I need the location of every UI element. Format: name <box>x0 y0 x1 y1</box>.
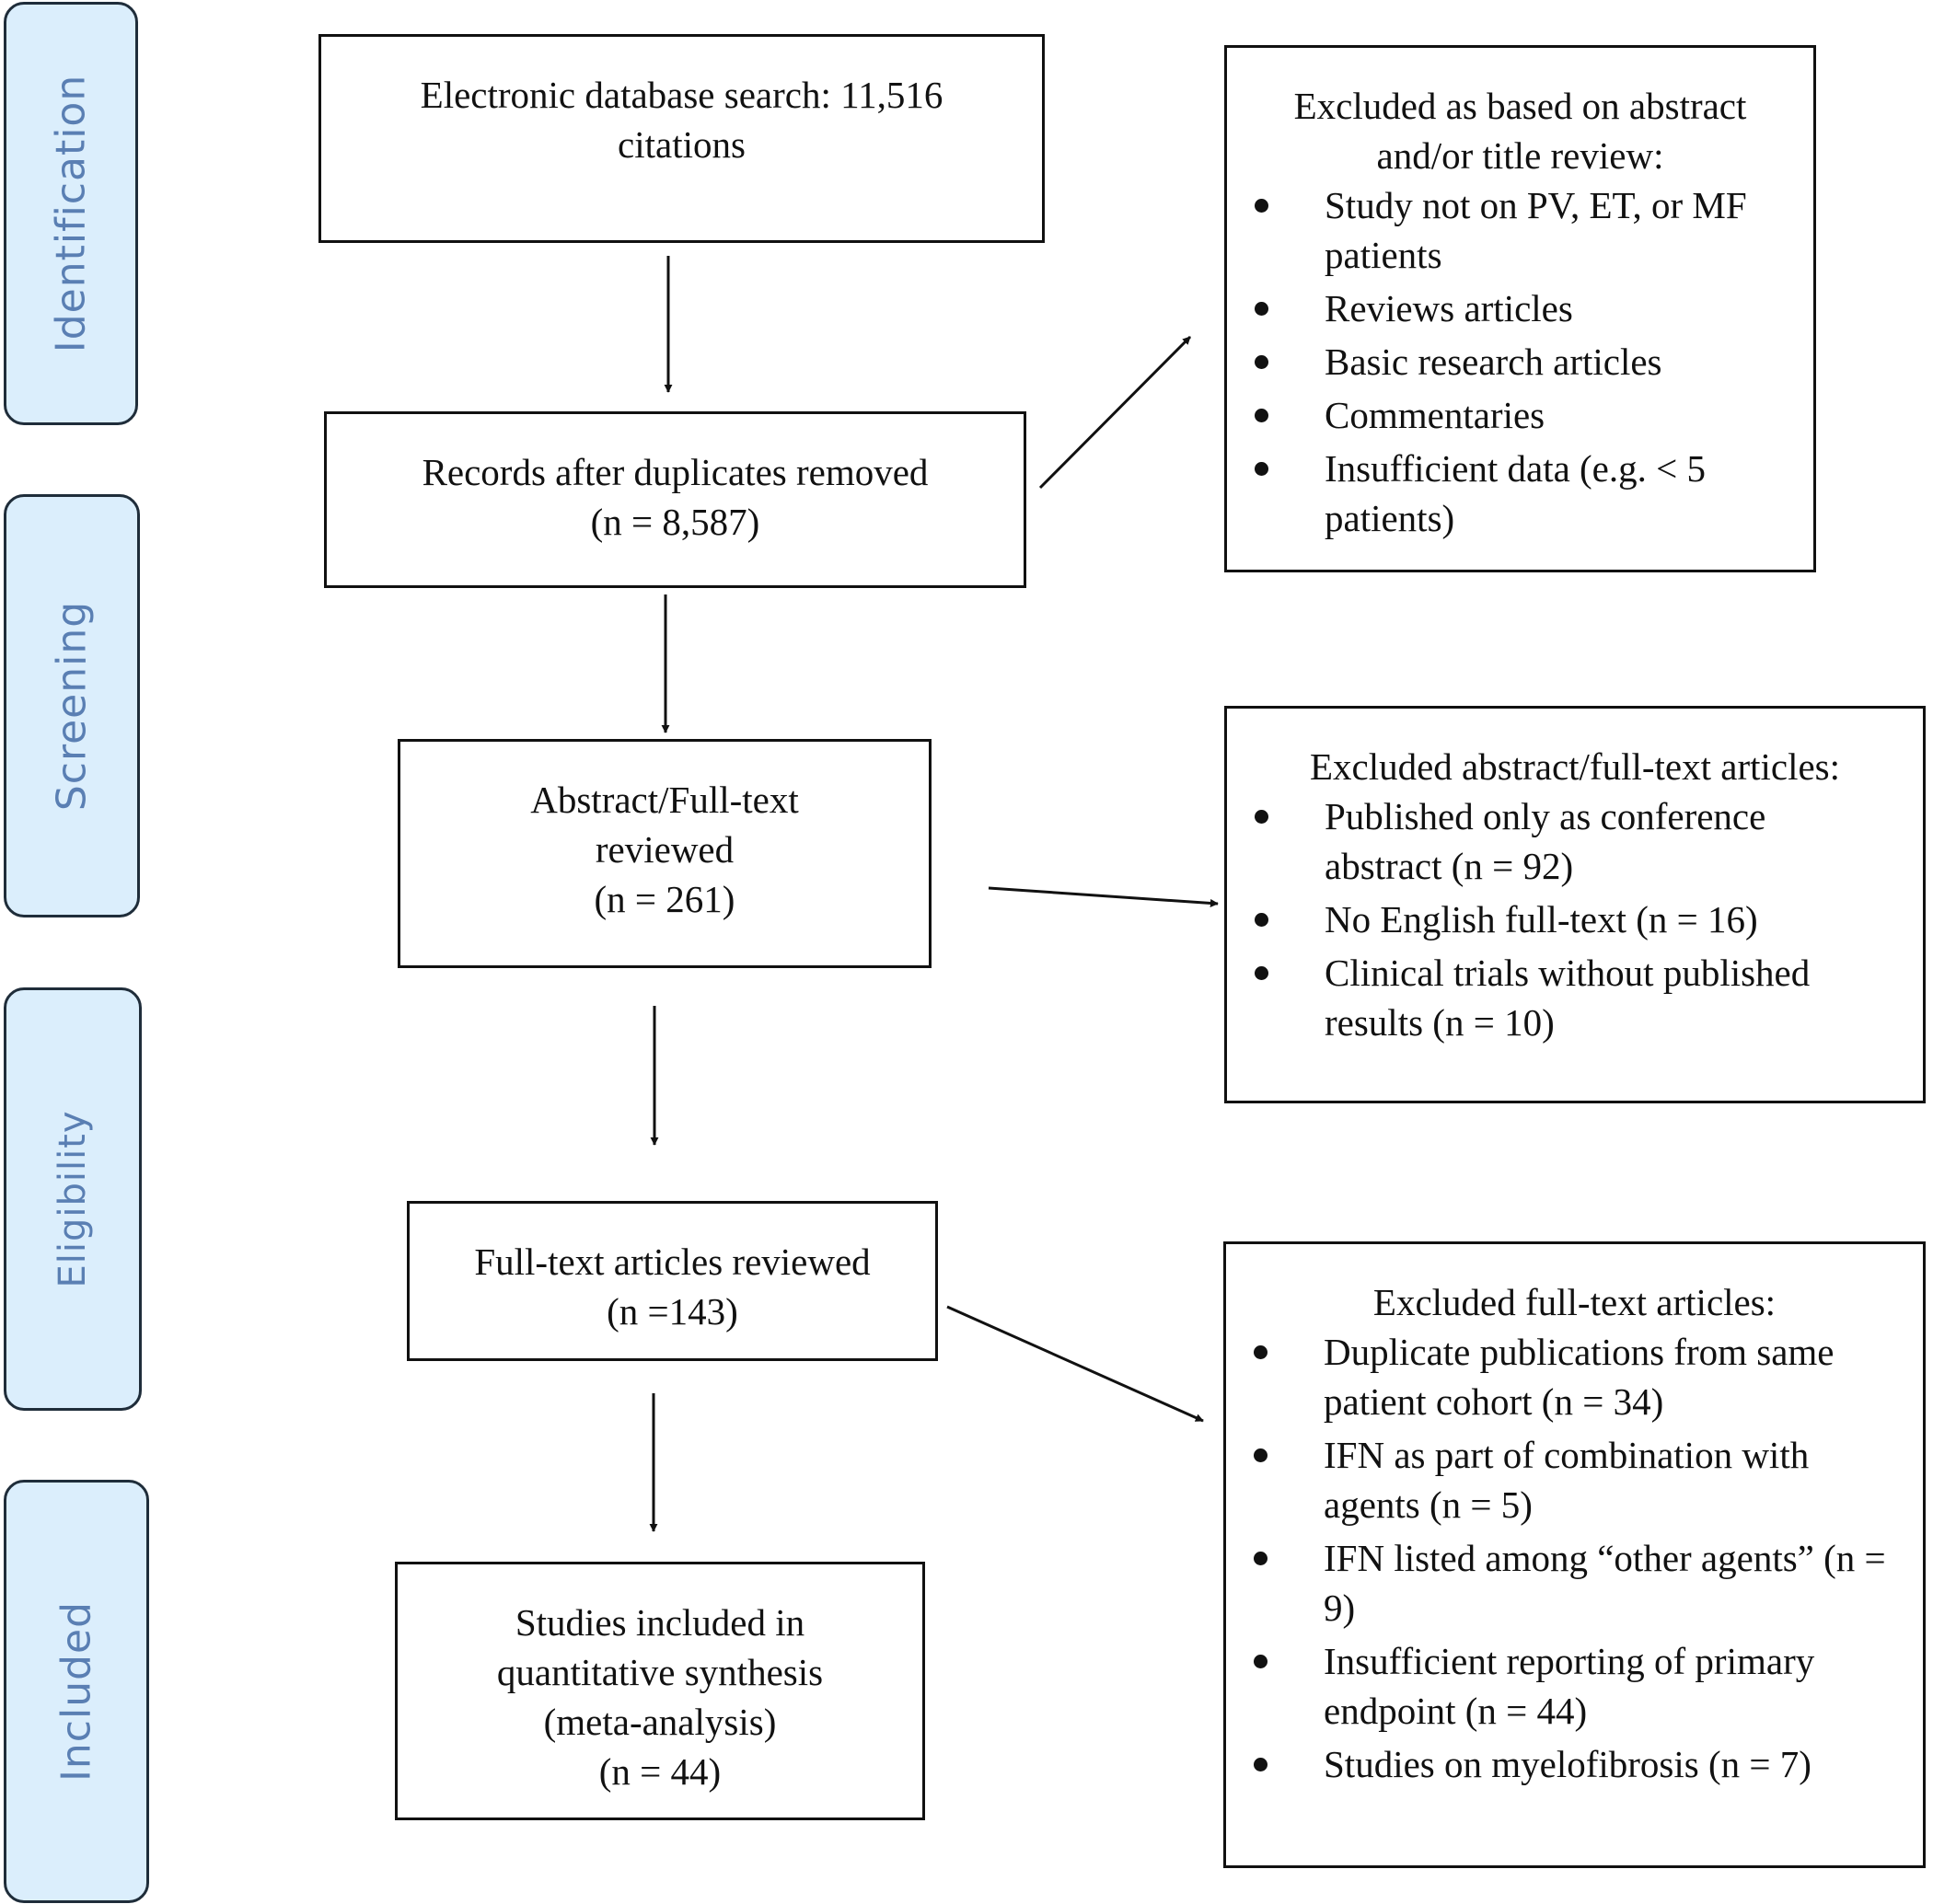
included-box: Studies included in quantitative synthes… <box>395 1562 925 1820</box>
list-item: Reviews articles <box>1227 283 1758 333</box>
list-item: No English full-text (n = 16) <box>1227 894 1886 944</box>
list-item: Insufficient data (e.g. < 5 patients) <box>1227 444 1758 543</box>
list-item: Insufficient reporting of primary endpoi… <box>1226 1636 1886 1736</box>
fulltext-line-2: (n =143) <box>607 1290 738 1333</box>
list-item: Published only as conference abstract (n… <box>1227 791 1886 891</box>
list-item: Clinical trials without published result… <box>1227 948 1886 1047</box>
exclusion-abstract-fulltext-box: Excluded abstract/full-text articles: Pu… <box>1224 706 1926 1103</box>
list-item: Commentaries <box>1227 390 1758 440</box>
abstract-line-3: (n = 261) <box>594 878 735 920</box>
list-item: Study not on PV, ET, or MF patients <box>1227 180 1758 280</box>
exclusion-title-review-list: Study not on PV, ET, or MF patients Revi… <box>1227 180 1813 543</box>
abstract-box: Abstract/Full-text reviewed (n = 261) <box>398 739 932 968</box>
abstract-line-2: reviewed <box>595 828 735 871</box>
dedup-line-2: (n = 8,587) <box>590 501 760 543</box>
exclusion-fulltext-heading: Excluded full-text articles: <box>1372 1281 1777 1323</box>
exclusion-fulltext-list: Duplicate publications from same patient… <box>1226 1327 1923 1789</box>
list-item: IFN listed among “other agents” (n = 9) <box>1226 1533 1886 1633</box>
search-line-2: citations <box>618 123 746 166</box>
included-line-1: Studies included in <box>515 1601 805 1644</box>
arrow-to-exclusion-fulltext <box>946 1305 1204 1423</box>
arrow-to-exclusion-abstract-fulltext <box>988 886 1219 907</box>
included-line-4: (n = 44) <box>598 1750 722 1793</box>
exclusion-abstract-fulltext-list: Published only as conference abstract (n… <box>1227 791 1923 1047</box>
stage-screening: Screening <box>4 494 140 917</box>
exclusion-abstract-fulltext-heading: Excluded abstract/full-text articles: <box>1309 745 1841 788</box>
search-line-1: Electronic database search: 11,516 <box>420 74 943 116</box>
stage-identification: Identification <box>4 2 138 425</box>
dedup-line-1: Records after duplicates removed <box>422 451 929 493</box>
list-item: IFN as part of combination with agents (… <box>1226 1430 1886 1529</box>
stage-included: Included <box>4 1480 149 1903</box>
exclusion-fulltext-box: Excluded full-text articles: Duplicate p… <box>1223 1241 1926 1868</box>
exclusion-title-review-heading: Excluded as based on abstract and/or tit… <box>1293 85 1747 177</box>
fulltext-box: Full-text articles reviewed (n =143) <box>407 1201 938 1361</box>
exclusion-title-review-box: Excluded as based on abstract and/or tit… <box>1224 45 1816 572</box>
search-box: Electronic database search: 11,516 citat… <box>318 34 1045 243</box>
included-line-2: quantitative synthesis <box>496 1651 824 1693</box>
list-item: Studies on myelofibrosis (n = 7) <box>1226 1739 1886 1789</box>
list-item: Basic research articles <box>1227 337 1758 387</box>
dedup-box: Records after duplicates removed (n = 8,… <box>324 411 1026 588</box>
list-item: Duplicate publications from same patient… <box>1226 1327 1886 1426</box>
abstract-line-1: Abstract/Full-text <box>530 779 799 821</box>
arrow-to-exclusion-title-review <box>1038 335 1192 490</box>
stage-eligibility: Eligibility <box>4 987 142 1411</box>
included-line-3: (meta-analysis) <box>543 1701 777 1743</box>
fulltext-line-1: Full-text articles reviewed <box>474 1240 871 1283</box>
